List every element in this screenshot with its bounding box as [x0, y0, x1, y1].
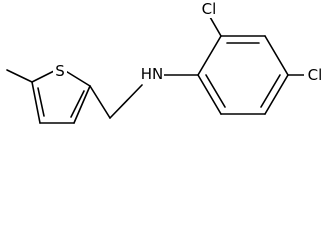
- atom-chlorine-para: Cl: [304, 66, 326, 84]
- sulfur-label: S: [55, 62, 65, 80]
- bond-c1-c2: [197, 35, 222, 76]
- bond-c4-c5-inner: [260, 74, 281, 108]
- atom-sulfur: S: [53, 61, 67, 80]
- chemical-structure: S HN Cl Cl: [6, 0, 326, 124]
- atom-chlorine-ortho: Cl: [198, 0, 220, 18]
- bond-c5-s: [31, 69, 57, 83]
- bond-ch2-n: [109, 84, 143, 119]
- bond-c3-c4: [264, 35, 289, 76]
- bond-c6-c1: [197, 74, 222, 115]
- bond-c4-c5-inner: [37, 87, 45, 117]
- bond-c4-c5: [31, 81, 41, 124]
- bond-c6-c1-inner: [205, 74, 226, 108]
- chlorine-ortho-label: Cl: [202, 0, 217, 18]
- bond-ring-ch2: [89, 85, 111, 119]
- bond-methyl: [6, 69, 33, 83]
- bond-c2-cl: [209, 16, 222, 37]
- bond-c4-c5: [264, 74, 289, 115]
- bond-c2-c3: [73, 85, 91, 124]
- bond-s-c2: [63, 69, 91, 87]
- chlorine-para-label: Cl: [308, 66, 323, 84]
- atom-amine: HN: [140, 64, 164, 83]
- dichlorophenyl-ring: [197, 35, 289, 115]
- amine-label: HN: [141, 65, 164, 83]
- thiophene-ring: [31, 69, 91, 124]
- bond-c2-c3-inner: [70, 90, 85, 118]
